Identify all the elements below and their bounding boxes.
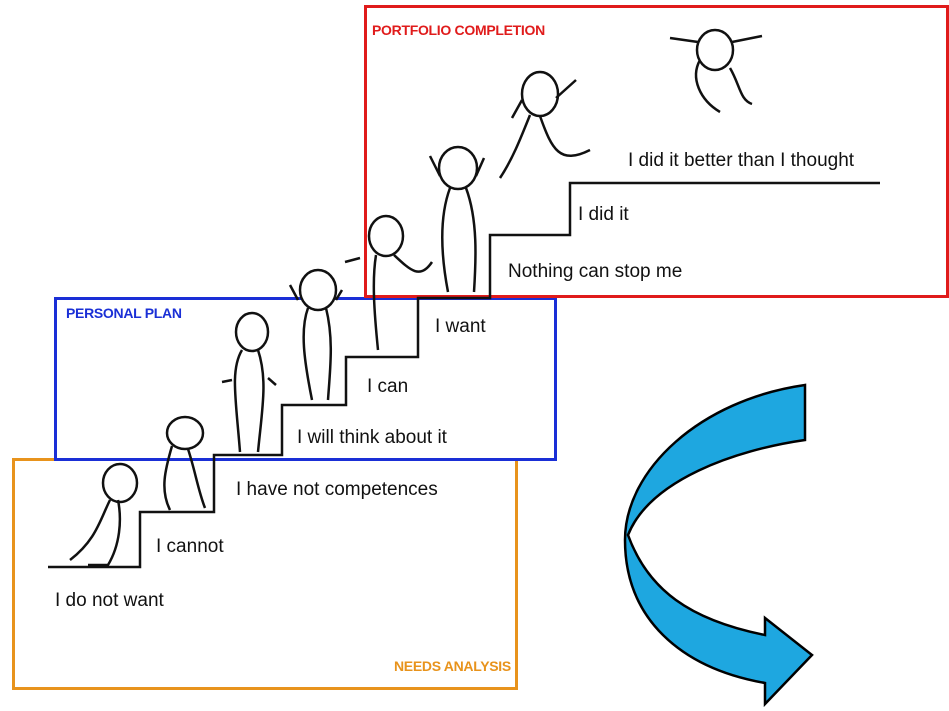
- staircase: [48, 181, 880, 569]
- curved-arrow-icon: [623, 383, 814, 708]
- step-label: I did it: [578, 204, 629, 225]
- step-label: I want: [435, 316, 486, 337]
- step-label: I did it better than I thought: [628, 150, 855, 171]
- stick-figure-icon: [221, 311, 277, 453]
- personal-plan-title: PERSONAL PLAN: [66, 305, 182, 321]
- step-label: I do not want: [55, 590, 164, 611]
- step-label: I cannot: [156, 536, 224, 557]
- stick-figure-icon: [669, 28, 763, 114]
- stick-figure-icon: [69, 462, 139, 567]
- needs-analysis-title: NEEDS ANALYSIS: [394, 658, 511, 674]
- stick-figure-icon: [428, 145, 486, 293]
- step-label: I can: [367, 376, 409, 397]
- stick-figure-icon: [288, 268, 344, 401]
- stick-figure-icon: [498, 70, 591, 179]
- step-label: I will think about it: [297, 427, 447, 448]
- step-label: I have not competences: [236, 479, 438, 500]
- stick-figure-icon: [344, 214, 434, 351]
- portfolio-completion-title: PORTFOLIO COMPLETION: [372, 22, 545, 38]
- stick-figure-icon: [163, 415, 207, 511]
- step-label: Nothing can stop me: [508, 261, 683, 282]
- portfolio-completion-box: [364, 5, 949, 298]
